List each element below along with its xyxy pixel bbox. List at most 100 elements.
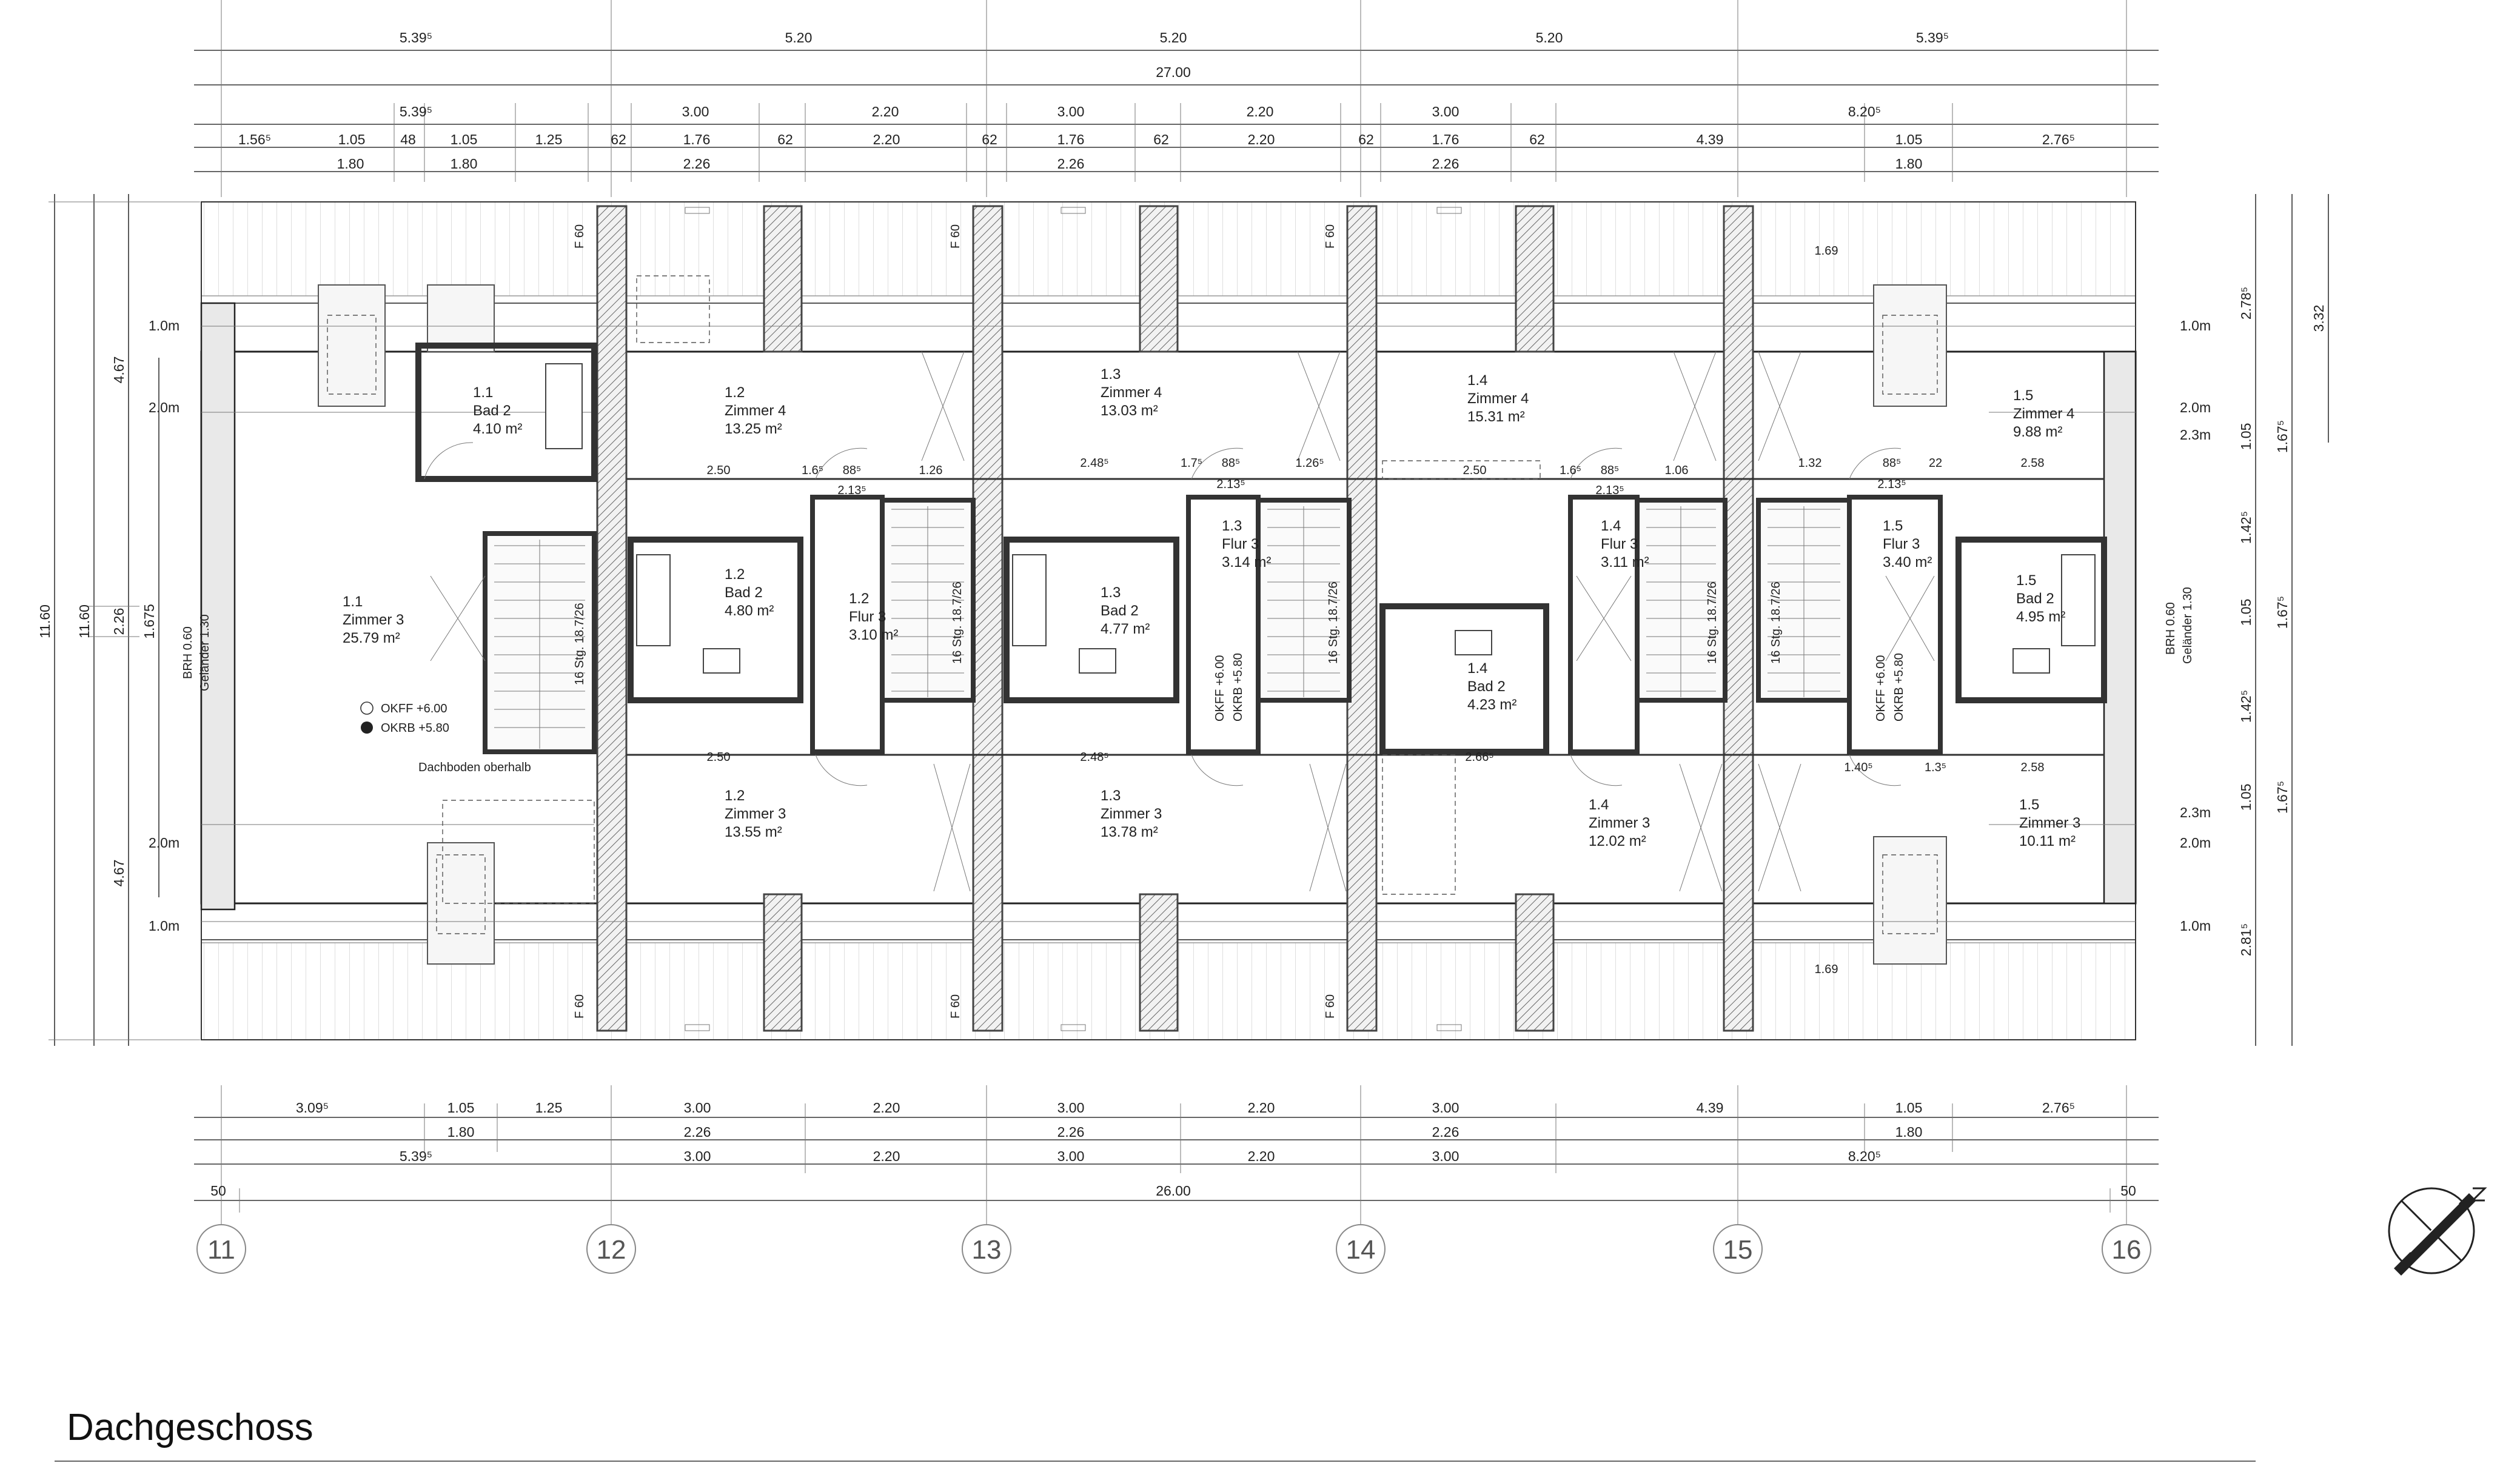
idim-10: 1.26⁵ [1295, 457, 1324, 470]
right-s2f: 1.42⁵ [2238, 690, 2254, 723]
dim-top-2: 5.20 [785, 30, 813, 45]
left-seg-1: 4.67 [111, 356, 127, 384]
dim-top-5: 5.39⁵ [1916, 30, 1949, 45]
stair-note-3: 16 Stg. 18.7/26 [1327, 581, 1340, 664]
fire-label-2: F 60 [949, 224, 962, 249]
axis-bubble-14 [1336, 1224, 1386, 1274]
axis-bubble-15 [1713, 1224, 1763, 1274]
okff-mark-2: OKFF +6.00 [1213, 655, 1227, 722]
room-id: 1.3 [1101, 584, 1121, 601]
dim-r3-3: 2.20 [872, 104, 899, 119]
room-area: 10.11 m² [2019, 833, 2076, 849]
room-name: Zimmer 4 [1467, 390, 1529, 407]
bdim-r4-3: 50 [2120, 1183, 2136, 1199]
room-id: 1.3 [1101, 366, 1121, 383]
idim-17: 88⁵ [1883, 457, 1902, 470]
room-area: 4.95 m² [2016, 609, 2065, 625]
room-name: Bad 2 [473, 403, 511, 419]
idim-15: 1.06 [1665, 464, 1689, 477]
idim-24: 1.40⁵ [1844, 761, 1872, 774]
dim-top-4: 5.20 [1536, 30, 1563, 45]
dim-r4-13: 2.20 [1248, 132, 1275, 147]
idim-26: 2.50 [707, 751, 731, 764]
room-id: 1.2 [849, 591, 869, 607]
axis-bubble-11 [196, 1224, 246, 1274]
brh-right: BRH 0.60 [2164, 602, 2177, 655]
room-name: Zimmer 3 [2019, 815, 2080, 831]
bdim-r2-3: 2.26 [1057, 1124, 1085, 1140]
page-title: Dachgeschoss [67, 1407, 313, 1448]
axis-bubble-13 [962, 1224, 1011, 1274]
axis-label-13: 13 [972, 1235, 1002, 1265]
dim-r5-1: 1.80 [337, 156, 364, 172]
idim-2: 1.6⁵ [802, 464, 823, 477]
bdim-r3-3: 2.20 [873, 1148, 900, 1164]
bdim-r2-2: 2.26 [684, 1124, 711, 1140]
dim-r3-1: 5.39⁵ [400, 104, 432, 119]
idim-21: 1.69 [1815, 244, 1838, 258]
room-area: 13.55 m² [725, 824, 782, 840]
left-seg-2: 2.26 [111, 608, 127, 635]
left-inner-dim: 1.675 [141, 604, 157, 639]
room-area: 3.10 m² [849, 627, 898, 643]
idim-4: 2.13⁵ [837, 484, 866, 497]
room-name: Bad 2 [1101, 603, 1139, 619]
bottom-dimensions: 3.09⁵ 1.05 1.25 3.00 2.20 3.00 2.20 3.00… [194, 1085, 2159, 1213]
bdim-4: 3.00 [684, 1100, 711, 1116]
height-2m-tr: 2.0m [2180, 400, 2211, 415]
room-id: 1.1 [473, 384, 493, 401]
idim-23: 2.66⁵ [1465, 751, 1493, 764]
fire-label-4: F 60 [573, 994, 586, 1019]
dim-r4-12: 62 [1153, 132, 1169, 147]
dim-r5-2: 1.80 [451, 156, 478, 172]
room-area: 13.03 m² [1101, 403, 1158, 419]
axis-label-14: 14 [1346, 1235, 1376, 1265]
room-id: 1.5 [1883, 518, 1903, 534]
dim-r4-14: 62 [1358, 132, 1374, 147]
dim-r4-10: 62 [982, 132, 997, 147]
dim-r4-6: 62 [611, 132, 626, 147]
room-name: Flur 3 [849, 609, 886, 625]
room-id: 1.5 [2013, 387, 2033, 404]
okrb-mark-3: OKRB +5.80 [1892, 653, 1906, 721]
room-name: Zimmer 3 [343, 612, 404, 628]
dim-r4-7: 1.76 [683, 132, 711, 147]
height-1m-br: 1.0m [2180, 918, 2211, 934]
room-id: 1.4 [1467, 372, 1487, 389]
stair-note-4: 16 Stg. 18.7/26 [1706, 581, 1719, 664]
height-2m-tl: 2.0m [149, 400, 179, 415]
room-area: 9.88 m² [2013, 424, 2062, 440]
axis-label-16: 16 [2112, 1235, 2142, 1265]
room-area: 4.10 m² [473, 421, 522, 437]
fire-label-5: F 60 [949, 994, 962, 1019]
north-arrow-icon [2388, 1187, 2487, 1276]
room-name: Bad 2 [2016, 591, 2054, 607]
room-id: 1.2 [725, 566, 745, 583]
okrb-mark: OKRB +5.80 [381, 721, 449, 735]
dim-r4-3: 48 [400, 132, 416, 147]
right-s2b: 1.67⁵ [2274, 420, 2290, 453]
fire-label-6: F 60 [1324, 994, 1337, 1019]
dim-r5-4: 2.26 [1057, 156, 1085, 172]
fire-label-1: F 60 [573, 224, 586, 249]
room-area: 3.40 m² [1883, 554, 1932, 571]
room-name: Bad 2 [725, 584, 763, 601]
axis-markers: 11 12 13 14 15 16 [196, 1213, 2151, 1274]
room-id: 1.1 [343, 594, 363, 610]
left-mid-dim: 11.60 [76, 604, 92, 638]
right-s2c: 1.42⁵ [2238, 511, 2254, 544]
axis-label-11: 11 [207, 1235, 235, 1265]
idim-22: 1.69 [1815, 963, 1838, 976]
dim-r3-6: 3.00 [1432, 104, 1459, 119]
room-name: Flur 3 [1222, 536, 1259, 552]
height-2m-br: 2.0m [2180, 835, 2211, 851]
